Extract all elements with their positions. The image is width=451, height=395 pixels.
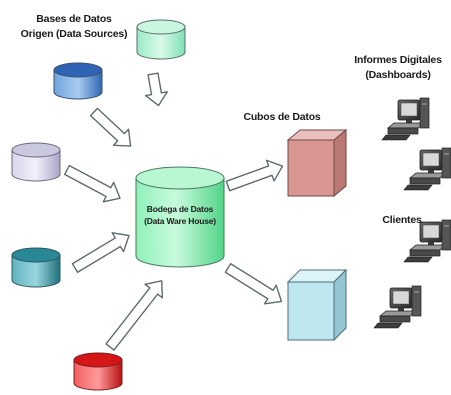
dashboards-label-line2: (Dashboards) bbox=[365, 69, 431, 81]
computer-icon bbox=[403, 147, 451, 191]
sources-label-line1: Bases de Datos bbox=[36, 13, 112, 25]
arrow-icon bbox=[105, 280, 164, 351]
database-icon bbox=[11, 247, 61, 288]
computer-icon bbox=[403, 219, 451, 263]
cube-icon bbox=[286, 128, 348, 198]
dashboards-label-line1: Informes Digitales bbox=[354, 54, 442, 66]
arrow-icon bbox=[63, 164, 121, 203]
arrow-icon bbox=[224, 263, 283, 305]
arrow-icon bbox=[89, 107, 132, 147]
arrow-icon bbox=[225, 159, 284, 192]
cubes-label: Cubos de Datos bbox=[243, 111, 321, 123]
arrow-icon bbox=[71, 232, 130, 273]
database-icon bbox=[73, 352, 123, 391]
database-icon bbox=[11, 142, 61, 182]
warehouse-icon bbox=[135, 166, 225, 268]
database-icon bbox=[53, 62, 103, 100]
database-icon bbox=[136, 19, 186, 60]
sources-label-line2: Origen (Data Sources) bbox=[20, 28, 128, 40]
warehouse-label-line1: Bodega de Datos bbox=[146, 204, 214, 214]
computer-icon bbox=[373, 285, 422, 329]
cube-icon bbox=[286, 268, 348, 342]
computer-icon bbox=[381, 97, 430, 141]
clients-label: Clientes bbox=[382, 214, 422, 226]
warehouse-label-line2: (Data Ware House) bbox=[144, 216, 216, 226]
arrow-icon bbox=[144, 72, 169, 107]
